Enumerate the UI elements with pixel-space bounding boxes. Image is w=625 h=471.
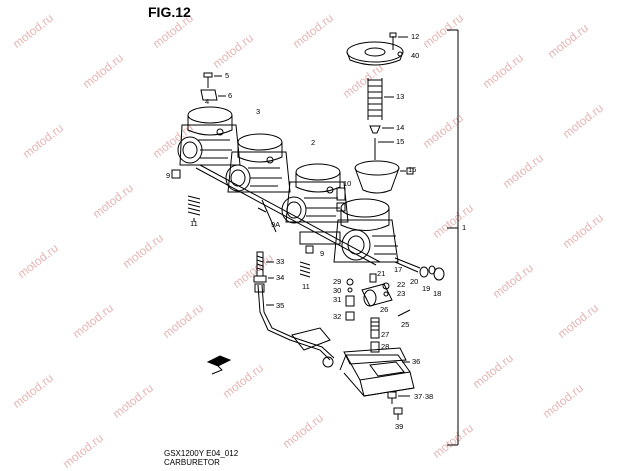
callout-9: 9 [320,249,325,258]
carburetor-body-3 [225,133,291,193]
callout-29: 29 [333,277,342,286]
top-cap-40 [346,41,404,66]
carburetor-body-4 [177,106,241,166]
callout-30: 30 [333,286,342,295]
callout-14: 14 [396,123,405,132]
model-code: GSX1200Y E04_012 [164,449,239,458]
o-ring-19-20 [419,265,436,278]
callout-5: 5 [225,71,230,80]
callout-17: 17 [394,265,403,274]
float-26 [361,283,393,307]
callout-9a: 9A [271,220,281,229]
ring-22-23 [382,282,390,297]
callout-40: 40 [411,51,420,60]
callout-23: 23 [397,289,406,298]
screw-39 [393,407,403,420]
callout-1: 1 [462,223,467,232]
jet-27 [370,317,380,339]
callout-12: 12 [411,32,420,41]
screw-12 [389,32,408,50]
callout-26: 26 [380,305,389,314]
screw-9-left [171,169,181,179]
callout-34: 34 [276,273,285,282]
callout-27: 27 [381,330,390,339]
fitting-18 [433,267,445,281]
callout-3: 3 [256,107,261,116]
spring-13 [367,78,394,120]
callout-21: 21 [377,269,386,278]
callout-22: 22 [397,280,406,289]
callout-31: 31 [333,295,342,304]
pin-25 [397,309,411,317]
assembly-bracket [447,29,459,446]
callout-20: 20 [410,277,419,286]
callout-4: 4 [205,97,210,106]
needle-15 [374,138,394,160]
diaphragm-10 [336,187,346,212]
callout-28: 28 [381,342,390,351]
callout-39: 39 [395,422,404,431]
small-parts-29-32 [345,278,355,321]
callout-9: 9 [166,171,171,180]
spring-11-mid [299,261,311,278]
callout-19: 19 [422,284,431,293]
fuel-pipe-17 [394,257,421,273]
diagram-caption: CARBURETOR [164,458,220,467]
valve-21 [369,273,377,283]
screw-37-38 [387,391,410,404]
clamp-6 [200,89,226,101]
spring-34 [253,275,274,283]
spring-11-left [187,195,201,222]
callout-15: 15 [396,137,405,146]
callout-37-38: 37·38 [414,392,434,401]
carburetor-body-2 [281,163,349,224]
float-bowl-36 [339,354,415,397]
cable-35 [254,283,335,368]
callout-36: 36 [412,357,421,366]
callout-33: 33 [276,257,285,266]
figure-title: FIG.12 [148,4,191,20]
callout-16: 16 [408,165,417,174]
callout-35: 35 [276,301,285,310]
screw-5 [203,72,222,88]
callout-11: 11 [190,219,198,228]
needle-14 [369,125,394,134]
callout-6: 6 [228,91,233,100]
linkage-shafts [195,164,381,266]
callout-18: 18 [433,289,442,298]
callout-32: 32 [333,312,342,321]
callout-25: 25 [401,320,410,329]
jet-28 [370,341,380,353]
piston-16 [354,160,414,194]
front-arrow-icon [206,355,232,375]
callout-10: 10 [343,179,352,188]
adjuster-33 [256,251,274,277]
gasket-36 [343,347,407,365]
callout-2: 2 [311,138,316,147]
screw-9-right [305,245,314,254]
callout-11: 11 [302,282,310,291]
callout-13: 13 [396,92,405,101]
